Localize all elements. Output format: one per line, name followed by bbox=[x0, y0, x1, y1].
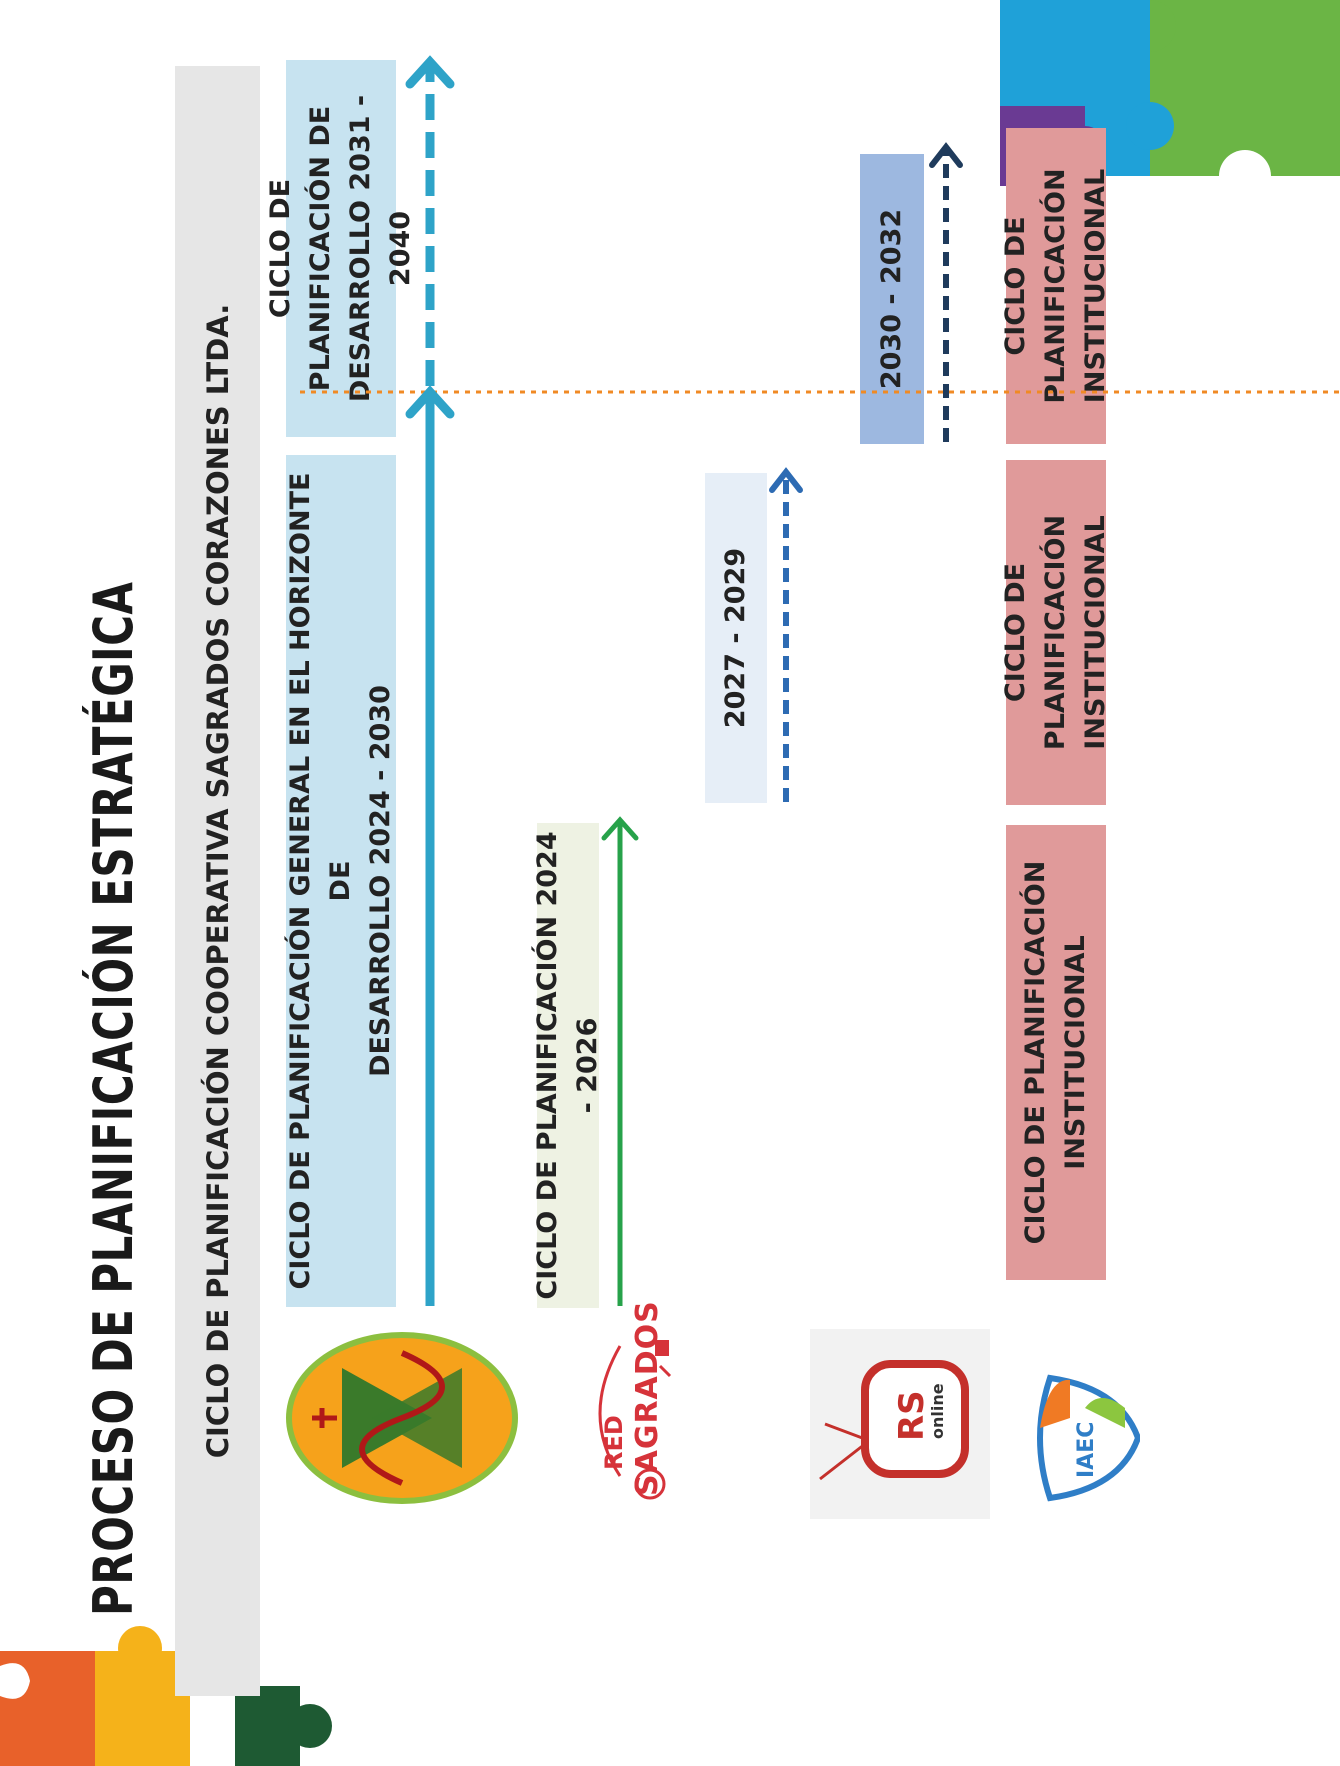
puzzle-piece-darkgreen-icon bbox=[235, 1686, 332, 1766]
red-sagrados-logo-line2: SAGRADOS bbox=[630, 1300, 665, 1496]
iaec-logo: IAEC bbox=[1030, 1368, 1140, 1508]
iaec-period-arrow bbox=[929, 142, 963, 442]
iaec-shield-icon bbox=[1037, 1374, 1140, 1502]
red-sagrados-mark-icon bbox=[598, 1340, 672, 1500]
red-sagrados-logo: RED SAGRADOS bbox=[560, 1300, 680, 1506]
puzzle-piece-orange-icon bbox=[0, 1651, 95, 1766]
iaec-logo-text: IAEC bbox=[1074, 1421, 1099, 1478]
red-sagrados-logo-line1: RED bbox=[600, 1415, 628, 1470]
rs-online-logo-tag: online bbox=[928, 1383, 947, 1439]
red-sagrados-arrow bbox=[601, 816, 639, 1306]
rs-online-arrow bbox=[769, 467, 803, 802]
cooperative-logo-icon bbox=[286, 1332, 518, 1504]
future-plan-arrow bbox=[405, 55, 455, 386]
general-plan-arrow bbox=[405, 385, 455, 1306]
rs-online-logo: RS online bbox=[810, 1329, 990, 1519]
rs-online-logo-mark: RS bbox=[892, 1390, 932, 1441]
tv-antenna-icon bbox=[819, 1360, 969, 1481]
puzzle-piece-yellow-icon bbox=[95, 1626, 190, 1766]
